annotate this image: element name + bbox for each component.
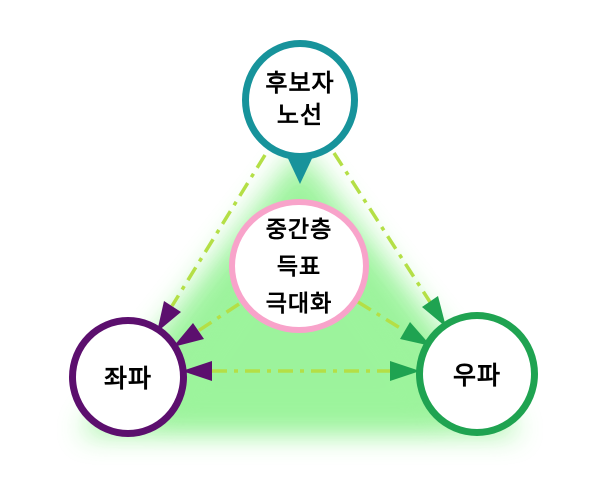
arrowhead-right-to-left: [182, 361, 212, 381]
node-text-line: 좌파: [103, 365, 152, 393]
connector-center-to-right: [357, 300, 406, 333]
node-text-line: 노선: [276, 102, 324, 129]
node-centrist-vote-max: 중간층 득표 극대화: [229, 199, 369, 333]
connector-top-to-left: [170, 154, 267, 307]
node-candidate-route: 후보자 노선: [242, 40, 358, 160]
arrowhead-top-to-right: [422, 296, 446, 327]
arrowhead-center-to-left: [173, 323, 204, 347]
arrowhead-top-to-left: [157, 301, 181, 332]
node-text-line: 우파: [452, 362, 501, 390]
node-right-wing: 우파: [416, 312, 538, 436]
node-text-line: 중간층: [265, 215, 333, 242]
arrowhead-left-to-right: [390, 361, 420, 381]
connector-top-to-right: [332, 152, 432, 303]
connector-center-to-left: [197, 302, 240, 333]
node-text-line: 후보자: [265, 70, 335, 97]
node-text-line: 득표: [276, 252, 322, 279]
node-text-line: 극대화: [265, 289, 333, 316]
node-left-wing: 좌파: [69, 317, 187, 437]
arrowhead-center-to-right: [400, 322, 431, 346]
